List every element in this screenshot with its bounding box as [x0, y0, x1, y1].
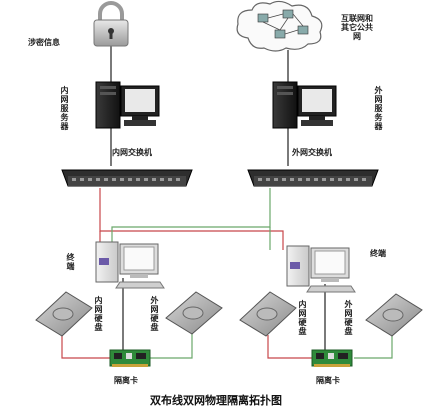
outer-link-to-left-terminal: [111, 188, 271, 245]
diagram-caption: 双布线双网物理隔离拓扑图: [150, 394, 282, 407]
right-inner-disk-link: [267, 335, 312, 359]
secret-info-label: 涉密信息: [28, 38, 60, 47]
padlock-icon: [93, 1, 129, 47]
internet-label: 互联网和其它公共网: [341, 14, 373, 41]
left-outer-disk-label: 外网硬盘: [150, 296, 159, 332]
right-outer-disk-icon: [365, 293, 423, 337]
inner-link-to-right-terminal: [99, 188, 284, 250]
right-inner-disk-label: 内网硬盘: [298, 300, 307, 336]
right-isolation-card-label: 隔离卡: [316, 376, 340, 385]
inner-switch-label: 内网交换机: [112, 148, 152, 157]
left-outer-disk-link: [150, 332, 193, 359]
left-isolation-card-icon: [109, 349, 151, 367]
outer-server-label: 外网服务器: [374, 86, 383, 131]
right-outer-disk-label: 外网硬盘: [344, 300, 353, 336]
left-terminal-icon: [95, 241, 165, 289]
outer-server-icon: [272, 81, 337, 129]
left-terminal-label: 终端: [66, 253, 75, 271]
outer-switch-label: 外网交换机: [292, 148, 332, 157]
left-inner-disk-icon: [35, 291, 93, 337]
left-inner-disk-link: [61, 335, 110, 359]
inner-switch-icon: [61, 169, 193, 187]
right-terminal-icon: [286, 245, 356, 293]
left-isolation-card-label: 隔离卡: [114, 376, 138, 385]
cloud-network-icon: [236, 0, 323, 52]
inner-server-icon: [95, 81, 160, 129]
right-terminal-label: 终端: [370, 249, 386, 258]
left-inner-disk-label: 内网硬盘: [94, 296, 103, 332]
right-isolation-card-icon: [311, 349, 353, 367]
outer-switch-icon: [247, 169, 379, 187]
right-inner-disk-icon: [239, 291, 297, 337]
left-outer-disk-icon: [165, 291, 223, 335]
right-outer-disk-link: [354, 335, 393, 359]
inner-server-label: 内网服务器: [60, 86, 69, 131]
connection-lines: [61, 46, 393, 359]
